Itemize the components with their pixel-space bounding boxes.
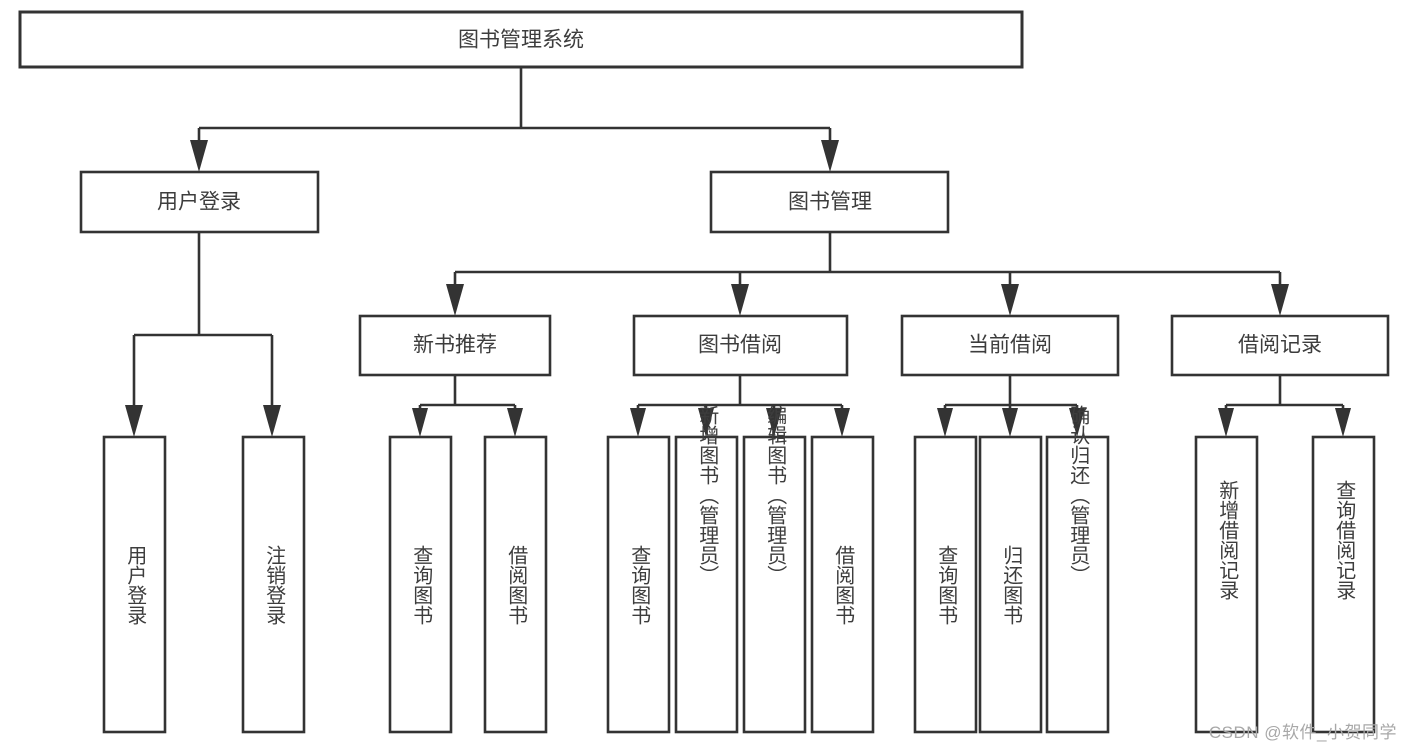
node-leaf-3[interactable]: 查询图书 <box>388 435 453 734</box>
node-new-book-rec-box[interactable] <box>358 314 552 377</box>
node-leaf-1[interactable]: 用户登录 <box>102 435 167 734</box>
node-leaf-11-box[interactable] <box>1045 435 1110 734</box>
node-leaf-9-box[interactable] <box>913 435 978 734</box>
node-leaf-3-label: 查询图书 <box>410 545 433 625</box>
node-leaf-8-box[interactable] <box>810 435 875 734</box>
arrowhead-leaf-6 <box>698 408 714 437</box>
node-leaf-13[interactable]: 查询借阅记录 <box>1311 435 1376 734</box>
arrowhead-new-book-rec <box>446 284 464 316</box>
arrowhead-leaf-12 <box>1218 408 1234 437</box>
node-book-borrow-box[interactable] <box>632 314 849 377</box>
node-book-borrow-label: 图书借阅 <box>698 334 782 357</box>
node-leaf-10-box[interactable] <box>978 435 1043 734</box>
node-root-label: 图书管理系统 <box>458 29 584 52</box>
node-leaf-11[interactable]: 确认归还（管理员） <box>1045 405 1110 734</box>
node-book-mgmt-label: 图书管理 <box>788 191 872 214</box>
node-leaf-4[interactable]: 借阅图书 <box>483 435 548 734</box>
node-leaf-9-label: 查询图书 <box>935 545 958 625</box>
node-leaf-12[interactable]: 新增借阅记录 <box>1194 435 1259 734</box>
node-leaf-10[interactable]: 归还图书 <box>978 435 1043 734</box>
arrowhead-leaf-9 <box>937 408 953 437</box>
node-leaf-7[interactable]: 编辑图书（管理员） <box>742 405 807 734</box>
node-leaf-5-label: 查询图书 <box>628 545 651 625</box>
node-leaf-9[interactable]: 查询图书 <box>913 435 978 734</box>
arrowhead-leaf-10 <box>1002 408 1018 437</box>
node-current-borrow[interactable]: 当前借阅 <box>900 314 1120 377</box>
arrowhead-book-borrow <box>731 284 749 316</box>
node-leaf-7-label: 编辑图书（管理员） <box>764 405 787 585</box>
node-leaf-7-box[interactable] <box>742 435 807 734</box>
arrowhead-leaf-1 <box>125 405 143 437</box>
node-leaf-5-box[interactable] <box>606 435 671 734</box>
node-leaf-12-label: 新增借阅记录 <box>1216 480 1239 600</box>
arrowhead-leaf-13 <box>1335 408 1351 437</box>
node-current-borrow-box[interactable] <box>900 314 1120 377</box>
node-user-login-label: 用户登录 <box>157 191 241 214</box>
node-leaf-13-box[interactable] <box>1311 435 1376 734</box>
node-book-borrow[interactable]: 图书借阅 <box>632 314 849 377</box>
node-new-book-rec[interactable]: 新书推荐 <box>358 314 552 377</box>
node-leaf-4-label: 借阅图书 <box>505 545 528 625</box>
node-leaf-2[interactable]: 注销登录 <box>241 435 306 734</box>
arrowhead-book-mgmt <box>821 140 839 172</box>
arrowhead-leaf-2 <box>263 405 281 437</box>
node-leaf-5[interactable]: 查询图书 <box>606 435 671 734</box>
csdn-watermark: CSDN @软件_小贺同学 <box>1208 723 1397 742</box>
node-leaf-4-box[interactable] <box>483 435 548 734</box>
arrowhead-leaf-8 <box>834 408 850 437</box>
edge-layer <box>125 67 1351 437</box>
arrowhead-leaf-4 <box>507 408 523 437</box>
node-user-login-box[interactable] <box>79 170 320 234</box>
node-borrow-record-box[interactable] <box>1170 314 1390 377</box>
node-leaf-12-box[interactable] <box>1194 435 1259 734</box>
node-current-borrow-label: 当前借阅 <box>968 334 1052 357</box>
node-leaf-8[interactable]: 借阅图书 <box>810 435 875 734</box>
node-leaf-6-box[interactable] <box>674 435 739 734</box>
node-leaf-3-box[interactable] <box>388 435 453 734</box>
node-leaf-6[interactable]: 新增图书（管理员） <box>674 405 739 734</box>
node-leaf-1-box[interactable] <box>102 435 167 734</box>
arrowhead-leaf-11 <box>1069 408 1085 437</box>
node-user-login[interactable]: 用户登录 <box>79 170 320 234</box>
node-leaf-2-box[interactable] <box>241 435 306 734</box>
arrowhead-leaf-7 <box>766 408 782 437</box>
node-borrow-record[interactable]: 借阅记录 <box>1170 314 1390 377</box>
node-leaf-11-label: 确认归还（管理员） <box>1067 405 1090 585</box>
node-leaf-13-label: 查询借阅记录 <box>1333 480 1356 600</box>
node-root-box[interactable] <box>18 10 1024 69</box>
node-book-mgmt-box[interactable] <box>709 170 950 234</box>
arrowhead-user-login <box>190 140 208 172</box>
arrowhead-current-borrow <box>1001 284 1019 316</box>
arrowhead-leaf-3 <box>412 408 428 437</box>
node-leaf-8-label: 借阅图书 <box>832 545 855 625</box>
node-leaf-2-label: 注销登录 <box>263 545 286 625</box>
node-leaf-1-label: 用户登录 <box>124 545 147 625</box>
arrowhead-leaf-5 <box>630 408 646 437</box>
node-borrow-record-label: 借阅记录 <box>1238 334 1322 357</box>
node-leaf-10-label: 归还图书 <box>1000 545 1023 625</box>
node-root[interactable]: 图书管理系统 <box>18 10 1024 69</box>
node-leaf-6-label: 新增图书（管理员） <box>696 405 719 585</box>
node-new-book-rec-label: 新书推荐 <box>413 334 497 357</box>
node-book-mgmt[interactable]: 图书管理 <box>709 170 950 234</box>
arrowhead-borrow-record <box>1271 284 1289 316</box>
